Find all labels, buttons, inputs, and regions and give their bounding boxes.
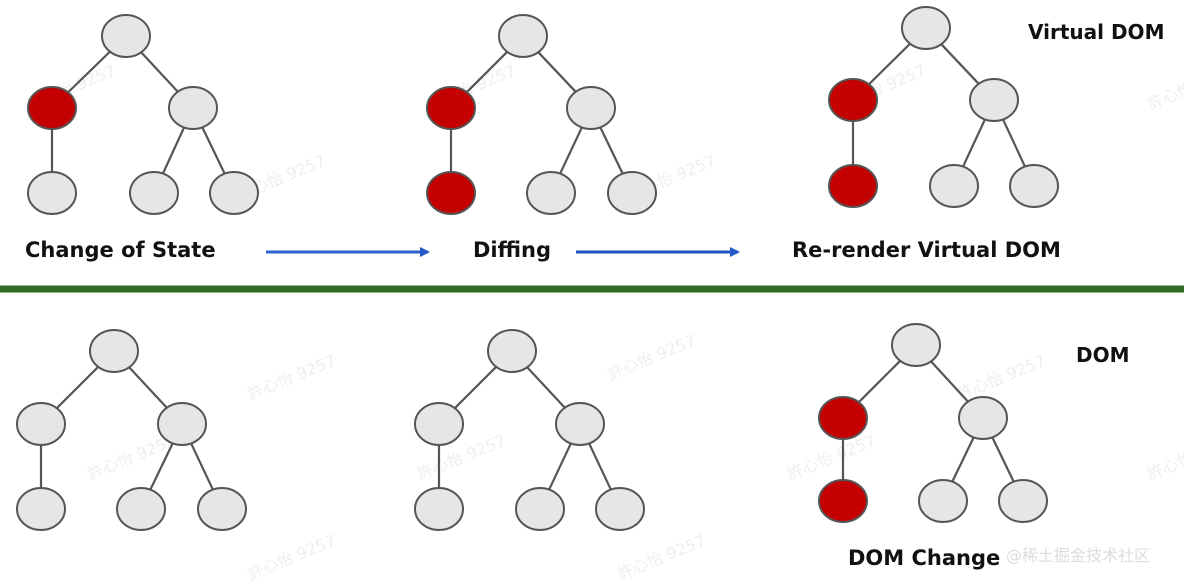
tree-node-right — [168, 86, 218, 130]
tree-node-left-child — [828, 164, 878, 208]
watermark-text: 許心怡 9257 — [1144, 431, 1184, 484]
tree-node-right-child-1 — [515, 487, 565, 531]
tree-node-left-child — [414, 487, 464, 531]
edge-root-right — [930, 360, 969, 403]
edge-right-child-1 — [161, 127, 186, 174]
tree-node-root — [891, 323, 941, 367]
tree-virtual-dom-re-render — [828, 6, 1059, 208]
tree-dom-initial — [16, 329, 247, 531]
edge-root-right — [537, 51, 577, 93]
tree-node-right-child-2 — [595, 487, 645, 531]
label-change-of-state: Change of State — [25, 238, 216, 262]
tree-node-left-child — [818, 479, 868, 523]
edge-root-right — [140, 51, 179, 93]
tree-node-right-child-2 — [209, 171, 259, 215]
tree-node-right-child-2 — [197, 487, 247, 531]
tree-virtual-dom-change-of-state — [27, 14, 259, 215]
edge-right-child-1 — [559, 126, 583, 175]
label-diffing: Diffing — [473, 238, 552, 262]
tree-node-right-child-1 — [116, 487, 166, 531]
tree-node-right-child-2 — [607, 171, 657, 215]
tree-node-right — [566, 86, 616, 130]
tree-node-right — [958, 396, 1008, 440]
edge-root-left — [56, 366, 99, 409]
edge-root-right — [940, 43, 980, 85]
watermark-text: 許心怡 9257 — [614, 531, 708, 581]
label-virtual-dom: Virtual DOM — [1028, 20, 1165, 44]
label-dom: DOM — [1076, 343, 1130, 367]
tree-dom-dom-change — [818, 323, 1048, 523]
edge-right-child-2 — [190, 442, 214, 491]
edge-right-child-1 — [962, 118, 986, 168]
tree-node-left — [828, 78, 878, 122]
tree-node-left — [426, 86, 476, 130]
tree-node-left-child — [16, 487, 66, 531]
edge-right-child-2 — [991, 436, 1015, 483]
tree-node-left-child — [27, 171, 77, 215]
label-rerender-virtual-dom: Re-render Virtual DOM — [792, 238, 1061, 262]
tree-node-right-child-1 — [129, 171, 179, 215]
label-dom-change: DOM Change — [848, 546, 1001, 570]
tree-node-left-child — [426, 171, 476, 215]
watermark-text: 許心怡 9257 — [604, 331, 698, 384]
tree-node-root — [487, 329, 537, 373]
watermark-text: 許心怡 9257 — [1144, 61, 1184, 114]
tree-node-right-child-1 — [526, 171, 576, 215]
site-watermark: @稀土掘金技术社区 — [1006, 546, 1151, 565]
tree-node-root — [101, 14, 151, 58]
tree-node-right-child-2 — [1009, 164, 1059, 208]
edge-root-left — [868, 42, 911, 86]
watermark-text: 許心怡 9257 — [784, 431, 878, 484]
edge-right-child-1 — [951, 436, 975, 483]
edge-root-left — [67, 50, 111, 94]
edge-root-left — [466, 51, 508, 93]
tree-node-right-child-1 — [918, 479, 968, 523]
edge-root-left — [858, 360, 901, 403]
edge-right-child-2 — [201, 126, 226, 175]
tree-dom-unchanged — [414, 329, 645, 531]
watermark-text: 許心怡 9257 — [954, 351, 1048, 404]
edge-root-right — [128, 366, 168, 409]
tree-node-right-child-1 — [929, 164, 979, 208]
edge-right-child-2 — [1002, 118, 1026, 168]
watermark-text: 許心怡 9257 — [244, 351, 338, 404]
tree-node-left — [16, 402, 66, 446]
tree-node-root — [89, 329, 139, 373]
tree-node-right-child-2 — [998, 479, 1048, 523]
tree-node-left — [27, 86, 77, 130]
edge-root-left — [454, 366, 497, 409]
tree-node-right — [969, 78, 1019, 122]
edge-root-right — [526, 366, 566, 409]
tree-node-root — [498, 14, 548, 58]
trees-layer — [16, 6, 1059, 531]
tree-node-left — [818, 396, 868, 440]
edge-right-child-2 — [588, 442, 612, 491]
tree-node-root — [901, 6, 951, 50]
tree-node-right — [157, 402, 207, 446]
edge-right-child-2 — [599, 126, 624, 175]
edge-right-child-1 — [548, 442, 572, 491]
tree-node-right — [555, 402, 605, 446]
edge-right-child-1 — [149, 442, 174, 491]
tree-node-left — [414, 402, 464, 446]
watermark-text: 許心怡 9257 — [244, 531, 338, 581]
tree-virtual-dom-diffing — [426, 14, 657, 215]
